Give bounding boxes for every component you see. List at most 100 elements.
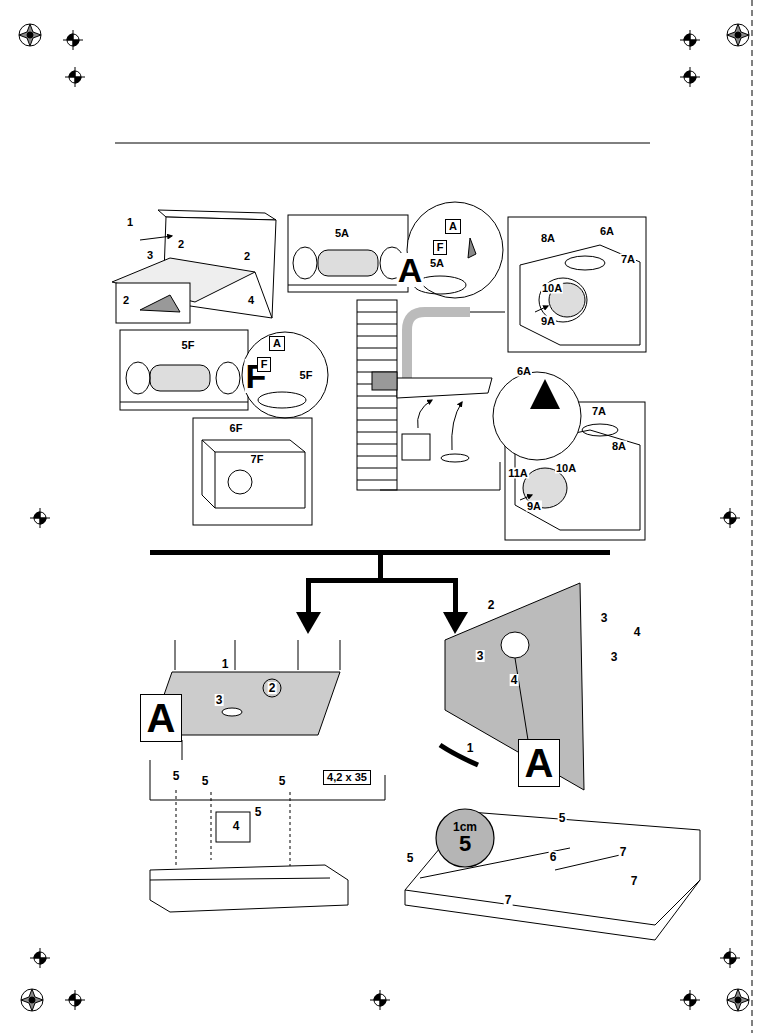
- line-art: [680, 990, 700, 1010]
- callout-number: 2: [177, 239, 185, 250]
- callout-number: 1: [221, 658, 230, 670]
- line-art: [215, 452, 216, 508]
- line-art: [126, 362, 150, 394]
- line-art: [357, 312, 397, 480]
- node-text: 5: [459, 833, 471, 855]
- line-art: [175, 640, 176, 670]
- line-art: [582, 424, 618, 436]
- panel-open-hood: [112, 210, 276, 323]
- callout-number: 5: [406, 852, 415, 864]
- line-art: [298, 640, 299, 670]
- line-art: [19, 24, 41, 46]
- callout-number: 4: [633, 626, 642, 638]
- line-art: [493, 372, 581, 460]
- callout-number: 5: [172, 770, 181, 782]
- line-art: [63, 30, 83, 50]
- line-art: [150, 365, 210, 391]
- callout-number: 6A: [599, 226, 615, 237]
- callout-number: 5: [278, 775, 287, 787]
- callout-number: 3: [146, 250, 154, 261]
- view-letter: A: [397, 253, 424, 287]
- line-art: [120, 402, 248, 403]
- line-art: [120, 330, 248, 410]
- callout-number: 3: [215, 694, 224, 706]
- callout-number: 7: [630, 875, 639, 887]
- line-art: [288, 285, 408, 286]
- panel-hood-f: [193, 418, 312, 525]
- letter-box: A: [269, 336, 285, 351]
- detail-circle: 1cm5: [435, 808, 495, 868]
- line-art: [402, 434, 430, 460]
- line-art: [65, 990, 85, 1010]
- line-art: [727, 989, 749, 1011]
- panel-flange-a-lower: [493, 372, 645, 540]
- line-art: [565, 256, 605, 270]
- line-art: [470, 312, 505, 313]
- node-text: F: [261, 359, 268, 370]
- line-art: [140, 236, 172, 240]
- line-art: [405, 890, 655, 925]
- line-art: [150, 878, 330, 880]
- callout-number: 8A: [540, 233, 556, 244]
- line-art: [182, 740, 183, 760]
- circled-number: [263, 679, 281, 697]
- line-art: [515, 658, 528, 740]
- ceiling-mounting: [150, 640, 385, 912]
- line-art: [508, 217, 646, 352]
- line-art: [193, 418, 312, 525]
- callout-number: 1: [466, 742, 475, 754]
- line-art: [418, 400, 432, 428]
- line-art: [215, 452, 305, 453]
- callout-number: 2: [268, 682, 277, 694]
- wall-mounting: [405, 583, 700, 940]
- line-art: [296, 612, 321, 634]
- node-text: A: [273, 338, 281, 349]
- line-art: [306, 578, 311, 613]
- callout-number: 10A: [541, 283, 563, 294]
- line-art: [116, 283, 190, 323]
- line-art: [501, 632, 529, 658]
- line-art: [30, 948, 50, 968]
- line-art: [255, 272, 272, 318]
- callout-number: 3: [600, 612, 609, 624]
- line-art: [370, 990, 390, 1010]
- line-art: [340, 640, 341, 670]
- line-art: [720, 508, 740, 528]
- line-art: [543, 385, 548, 405]
- line-art: [202, 440, 305, 508]
- line-art: [140, 295, 180, 312]
- line-art: [235, 640, 236, 670]
- callout-number: 7A: [591, 406, 607, 417]
- callout-number: 9A: [526, 501, 542, 512]
- callout-number: 7: [504, 894, 513, 906]
- callout-number: 11A: [507, 468, 529, 479]
- letter-box: 4,2 x 35: [323, 770, 371, 785]
- line-art: [468, 238, 476, 258]
- line-art: [520, 495, 532, 500]
- line-art: [318, 250, 378, 276]
- callout-number: 6F: [229, 423, 244, 434]
- node-text: A: [525, 743, 554, 783]
- callout-number: 5: [558, 812, 567, 824]
- line-art: [30, 508, 50, 528]
- callout-number: 2: [243, 251, 251, 262]
- line-art: [21, 989, 43, 1011]
- line-art: [535, 306, 548, 312]
- callout-number: 6A: [516, 366, 532, 377]
- line-art: [520, 245, 640, 345]
- line-art: [397, 378, 492, 398]
- circle-shape: [436, 809, 494, 867]
- callout-number: 5F: [299, 370, 314, 381]
- line-art: [372, 372, 397, 390]
- line-art: [216, 362, 240, 394]
- line-art: [680, 30, 700, 50]
- line-art: [202, 440, 215, 452]
- callout-number: 5F: [181, 340, 196, 351]
- line-art: [306, 578, 458, 583]
- callout-number: 10A: [555, 463, 577, 474]
- letter-box: A: [518, 739, 561, 787]
- callout-number: 9A: [540, 316, 556, 327]
- callout-number: 8A: [611, 441, 627, 452]
